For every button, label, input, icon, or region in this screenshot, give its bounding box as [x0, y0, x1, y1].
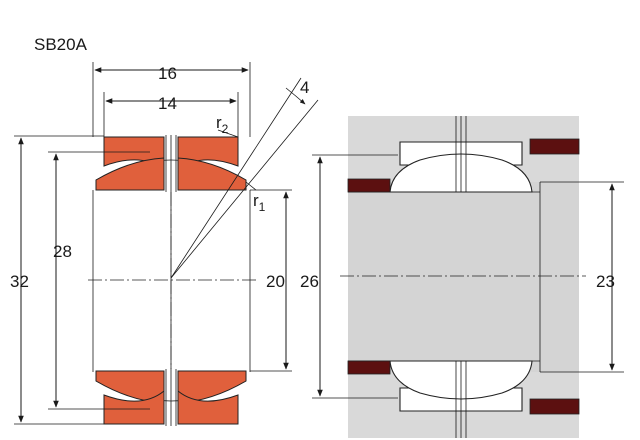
bearing-section-view: 16 14 4 32 28 20 r2 r1 [10, 62, 319, 426]
dim-inner-width: 14 [158, 94, 177, 113]
inner-ring-bottom-left [95, 370, 165, 404]
dim-sphere-diameter: 28 [53, 242, 72, 261]
housing-band-top-left [347, 178, 391, 193]
dim-shaft-diameter: 23 [596, 272, 615, 291]
housing-band-bottom-left [347, 360, 391, 375]
dim-outer-diameter: 32 [10, 272, 29, 291]
radius-r2-label: r2 [216, 113, 229, 136]
radius-r2-main: r [216, 113, 222, 132]
part-title: SB20A [34, 35, 88, 54]
outer-ring-bottom-left [103, 389, 165, 425]
mounting-view: 26 23 [300, 116, 624, 438]
housing-band-top-right [529, 138, 580, 155]
radius-r1-sub: 1 [259, 200, 266, 214]
dim-bore-diameter: 20 [266, 272, 285, 291]
inner-ring-top-left [95, 157, 165, 191]
dim-housing-bore: 26 [300, 272, 319, 291]
housing-band-bottom-right [529, 398, 580, 415]
outer-ring-bottom-right [177, 389, 239, 425]
dim-outer-width: 16 [158, 64, 177, 83]
radius-r1-main: r [253, 191, 259, 210]
radius-r1-label: r1 [253, 191, 266, 214]
dim-tilt-angle: 4 [300, 78, 309, 97]
radius-r2-sub: 2 [222, 122, 229, 136]
